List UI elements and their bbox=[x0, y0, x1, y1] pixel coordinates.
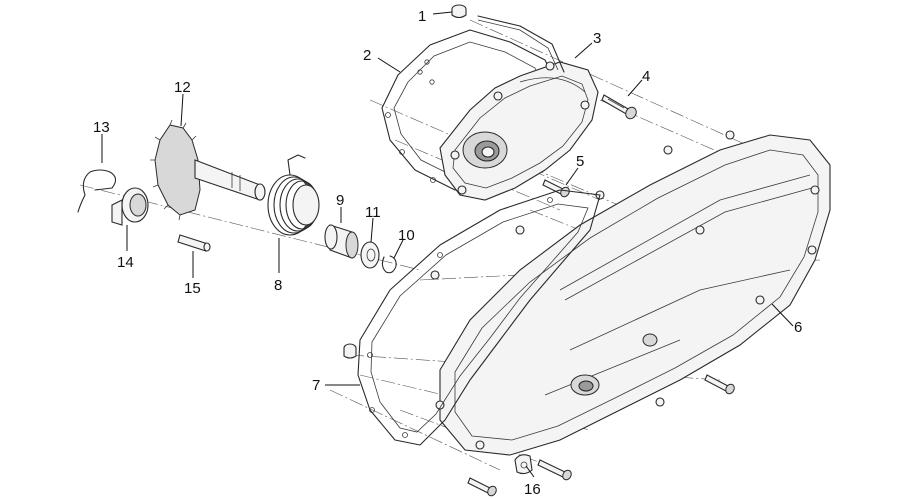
part-4-bolt bbox=[602, 95, 638, 121]
part-7-outer-gasket bbox=[358, 190, 600, 445]
callout-leaders bbox=[101, 11, 794, 478]
callout-1: 1 bbox=[418, 8, 426, 25]
part-3-inner-cover bbox=[440, 16, 598, 200]
part-15-pin bbox=[178, 235, 210, 251]
callout-labels: 1 2 3 4 5 6 7 8 9 10 11 12 13 14 15 16 bbox=[93, 8, 802, 498]
callout-15: 15 bbox=[184, 280, 201, 297]
part-8-spring bbox=[268, 155, 319, 235]
part-11-washer bbox=[361, 242, 379, 268]
part-12-kick-shaft-gear bbox=[150, 120, 265, 220]
part-14-pinion-gear bbox=[112, 188, 148, 225]
callout-2: 2 bbox=[363, 47, 371, 64]
callout-13: 13 bbox=[93, 119, 110, 136]
callout-14: 14 bbox=[117, 254, 134, 271]
part-6-outer-cover bbox=[431, 131, 830, 455]
cover-bolts bbox=[468, 375, 736, 497]
callout-16: 16 bbox=[524, 481, 541, 498]
dowel-pin bbox=[344, 344, 356, 358]
callout-10: 10 bbox=[398, 227, 415, 244]
callout-4: 4 bbox=[642, 68, 650, 85]
callout-7: 7 bbox=[312, 377, 320, 394]
callout-9: 9 bbox=[336, 192, 344, 209]
callout-6: 6 bbox=[794, 319, 802, 336]
callout-3: 3 bbox=[593, 30, 601, 47]
callout-12: 12 bbox=[174, 79, 191, 96]
callout-8: 8 bbox=[274, 277, 282, 294]
callout-11: 11 bbox=[365, 204, 381, 221]
part-1-cap-nut bbox=[452, 5, 466, 18]
part-9-bushing bbox=[325, 225, 358, 258]
part-13-clip bbox=[78, 170, 116, 212]
callout-5: 5 bbox=[576, 153, 584, 170]
part-10-circlip bbox=[382, 256, 396, 273]
